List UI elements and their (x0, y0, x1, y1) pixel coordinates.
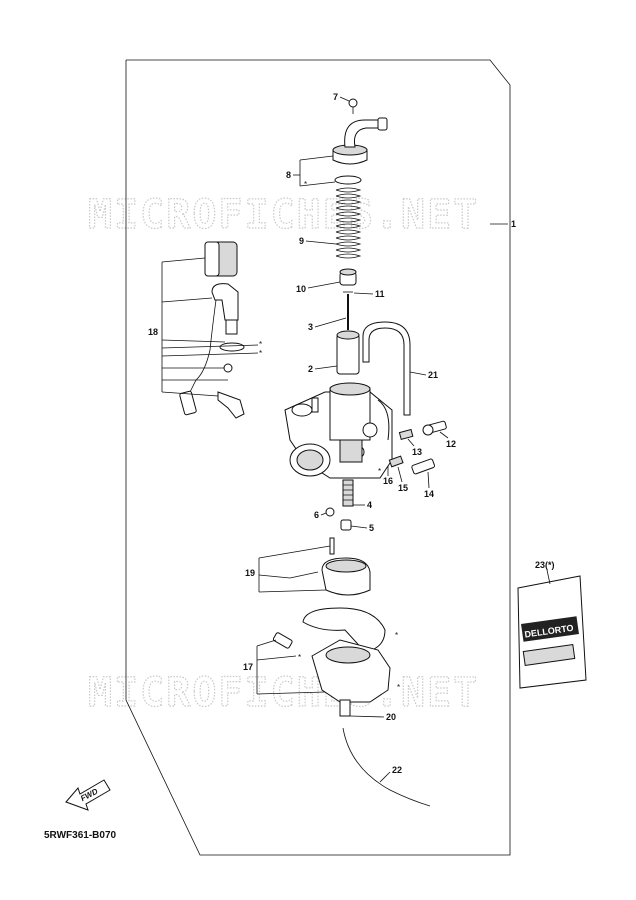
callout-1: 1 (511, 219, 516, 229)
watermark-top: MICROFICHES.NET (88, 192, 479, 238)
part-4-main-jet (342, 479, 354, 507)
part-14-screw (411, 458, 435, 475)
callout-21: 21 (428, 370, 438, 380)
float-bowl (311, 639, 391, 717)
callout-19: 19 (245, 568, 255, 578)
callout-12: 12 (446, 439, 456, 449)
callout-11: 11 (375, 289, 385, 299)
asterisk-18b: * (259, 349, 262, 358)
callout-6: 6 (314, 510, 319, 520)
part-7-screw (348, 98, 358, 114)
part-22-drain-hose (342, 727, 431, 807)
callout-16: 16 (383, 476, 393, 486)
callout-2: 2 (308, 364, 313, 374)
callout-4: 4 (367, 500, 372, 510)
assembly-boundary (125, 59, 511, 856)
callout-10: 10 (296, 284, 306, 294)
callout-9: 9 (299, 236, 304, 246)
float-bowl-gasket (302, 607, 386, 653)
part-23-gasket-kit: DELLORTO (517, 575, 587, 689)
part-8-washer (334, 175, 362, 185)
asterisk-18a: * (259, 340, 262, 349)
callout-13: 13 (412, 447, 422, 457)
part-9-spring (335, 187, 362, 259)
part-5-plug (340, 519, 352, 531)
part-10-retainer (339, 268, 357, 286)
part-15-spring (388, 455, 404, 468)
callout-3: 3 (308, 322, 313, 332)
callout-22: 22 (392, 765, 402, 775)
callout-17: 17 (243, 662, 253, 672)
callout-23: 23(*) (535, 560, 555, 570)
part-18-auto-choke (179, 241, 245, 419)
part-8-cap (332, 117, 388, 165)
part-13-spring (398, 428, 414, 441)
part-19-float (289, 537, 371, 596)
part-17-drain-screw (272, 632, 293, 649)
callout-15: 15 (398, 483, 408, 493)
diagram-code: 5RWF361-B070 (44, 830, 117, 841)
asterisk-8: * (304, 180, 307, 189)
part-21-vent-hose (362, 321, 411, 416)
asterisk-gasket: * (395, 631, 398, 640)
callout-18: 18 (148, 327, 158, 337)
callout-14: 14 (424, 489, 434, 499)
callout-8: 8 (286, 170, 291, 180)
asterisk-16: * (378, 467, 381, 476)
fwd-arrow-icon (65, 779, 111, 811)
callouts: 7 8 * 1 9 10 11 3 2 21 12 13 (148, 92, 516, 783)
callout-5: 5 (369, 523, 374, 533)
callout-20: 20 (386, 712, 396, 722)
carburetor-body (284, 382, 393, 479)
asterisk-bowl: * (397, 683, 400, 692)
part-12-screw (422, 420, 447, 436)
asterisk-17: * (298, 653, 301, 662)
callout-7: 7 (333, 92, 338, 102)
part-6-screw (325, 507, 335, 517)
part-2-throttle-slide (336, 330, 360, 375)
